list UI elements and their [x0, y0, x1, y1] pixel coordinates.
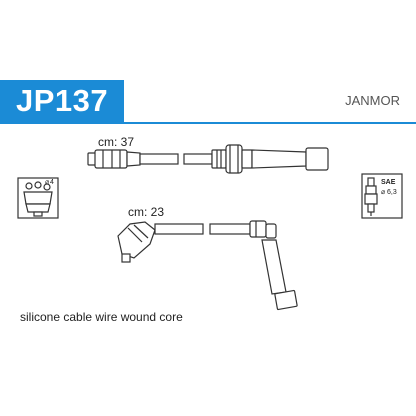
cable-1-wire-left	[139, 153, 179, 165]
cable-2-wire-right	[209, 223, 251, 235]
cable-1-boot-left	[94, 149, 128, 169]
distributor-cap-icon	[17, 177, 59, 219]
cable-2-terminal	[274, 289, 298, 311]
cable-1-boot-right	[251, 149, 307, 169]
product-description: silicone cable wire wound core	[20, 310, 183, 324]
cable-2	[117, 220, 298, 311]
cable-1-wire-mid	[183, 153, 213, 165]
cable-2-wire-left	[154, 223, 204, 235]
product-code-badge	[0, 80, 124, 124]
product-code: JP137	[16, 83, 109, 118]
spark-plug-size: 6,3	[387, 189, 397, 196]
cable-2-length: cm: 23	[128, 205, 165, 219]
cable-2-plug-boot	[261, 239, 287, 295]
distributor-count-symbol: ⌀	[45, 179, 49, 186]
header-rule	[0, 122, 416, 124]
brand-name: JANMOR	[345, 93, 400, 108]
cable-2-boot-tab	[121, 253, 131, 263]
distributor-count: 4	[50, 179, 54, 186]
cable-1-collar	[211, 149, 227, 169]
cable-1	[87, 144, 329, 174]
spark-plug-icon	[361, 173, 403, 219]
cable-1-taper-left	[126, 151, 141, 167]
cable-1-terminal	[305, 147, 329, 171]
spark-plug-standard: SAE	[381, 179, 396, 186]
cable-1-length: cm: 37	[98, 135, 135, 149]
spark-plug-size-symbol: ⌀	[381, 189, 385, 196]
cable-1-flange	[225, 144, 243, 174]
cable-2-collar	[249, 220, 267, 238]
